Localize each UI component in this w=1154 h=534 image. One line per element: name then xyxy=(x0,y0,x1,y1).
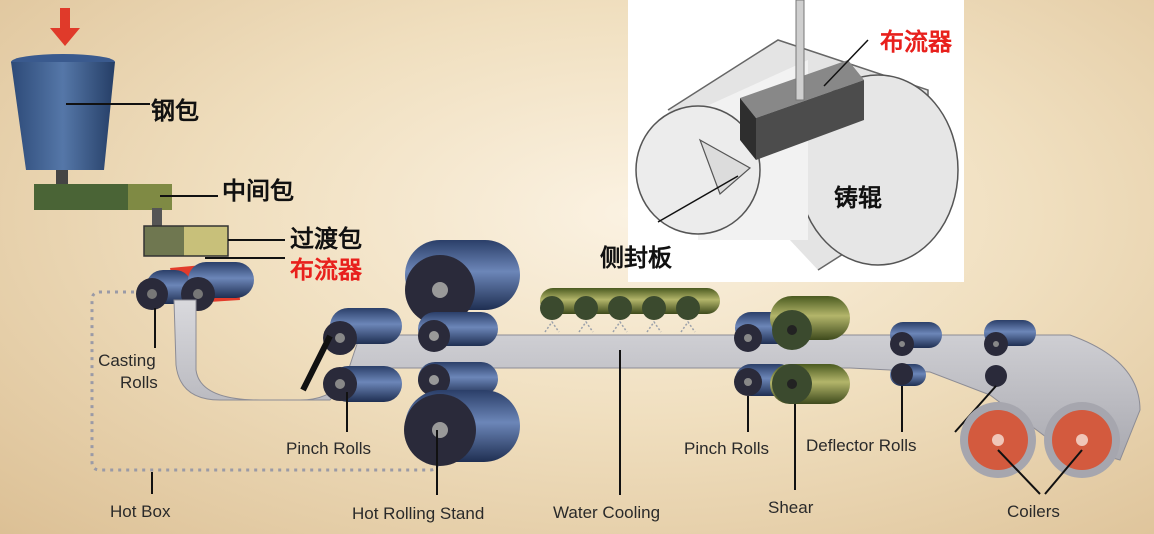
water-cooling-label: Water Cooling xyxy=(553,503,661,522)
tundish-shape xyxy=(34,184,172,228)
transition-box-shape xyxy=(143,225,229,257)
coilers-label: Coilers xyxy=(1007,502,1060,521)
inset-distributor-label: 布流器 xyxy=(880,28,952,56)
distributor-label: 布流器 xyxy=(290,256,362,284)
deflector-rolls-label: Deflector Rolls xyxy=(806,436,917,455)
inset-casting-roll-label: 铸辊 xyxy=(834,184,882,212)
hot-box-label: Hot Box xyxy=(110,502,171,521)
distributor-detail-inset xyxy=(628,0,964,282)
inset-drawing xyxy=(635,0,959,271)
pinch-rolls-label-1: Pinch Rolls xyxy=(286,439,372,458)
tundish-label: 中间包 xyxy=(222,177,294,205)
inset-side-seal-label: 侧封板 xyxy=(600,244,672,272)
shear-label: Shear xyxy=(768,498,814,517)
casting-rolls-label: Casting Rolls xyxy=(98,351,158,392)
hot-rolling-stand-label: Hot Rolling Stand xyxy=(352,504,485,523)
water-cooling-sprays xyxy=(540,288,720,333)
pour-arrow-icon xyxy=(50,8,80,46)
coilers-shape xyxy=(960,402,1120,478)
ladle-label: 钢包 xyxy=(151,97,199,125)
ladle-shape xyxy=(11,54,115,184)
pinch-rolls-label-2: Pinch Rolls xyxy=(684,439,770,458)
transition-box-label: 过渡包 xyxy=(290,225,362,253)
